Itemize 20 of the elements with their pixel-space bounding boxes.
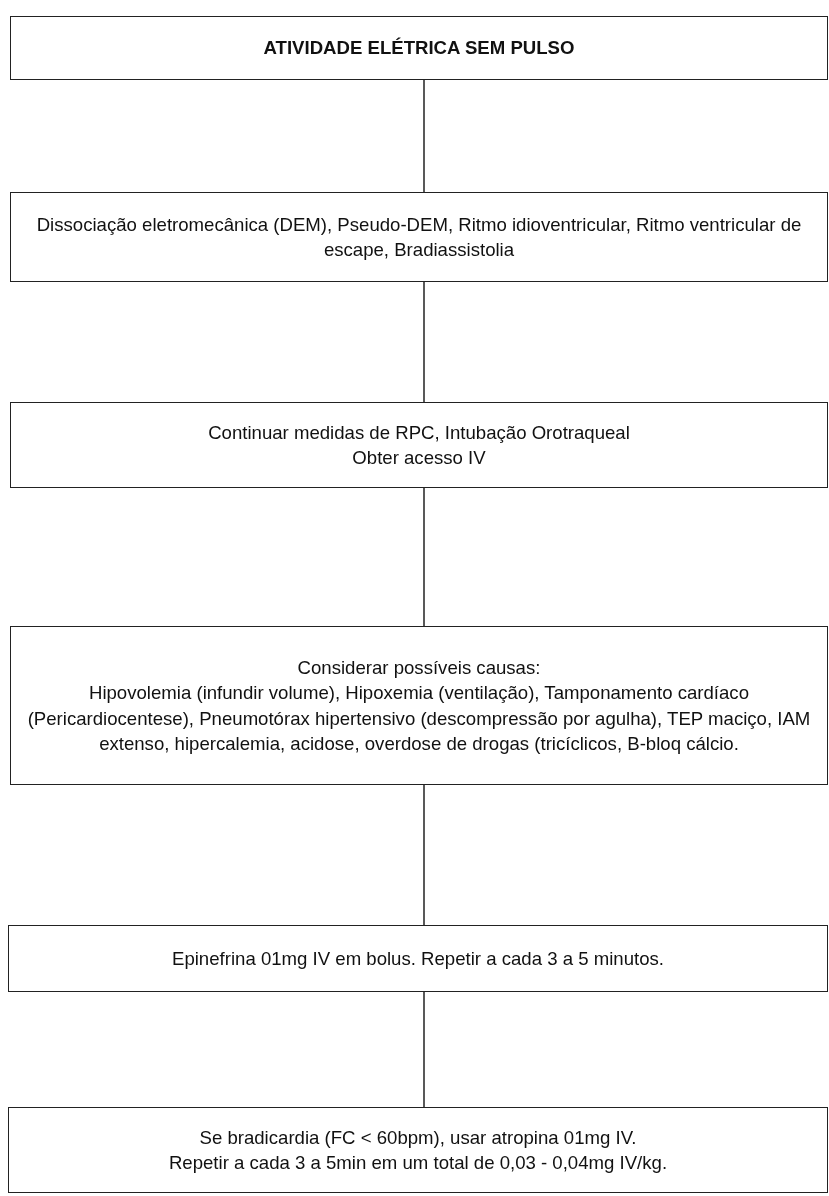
process-box — [8, 1107, 828, 1193]
box-text: Hipovolemia (infundir volume), Hipoxemia (ventilação), Tamponamento cardíaco (Pericardiocentese), Pneumotórax hipertensivo (descompressão por agulha), TEP maciço, IAM extenso, hipercalemia, acidose, overdose de drogas (tricíclicos, B-bloq cálcio. — [26, 681, 812, 756]
box-text: Epinefrina 01mg IV em bolus. Repetir a cada 3 a 5 minutos. — [172, 946, 664, 971]
connector-line — [423, 79, 425, 193]
connector-line — [423, 281, 425, 403]
box-text: Continuar medidas de RPC, Intubação Orotraqueal — [208, 420, 630, 445]
box-text: Dissociação eletromecânica (DEM), Pseudo-DEM, Ritmo idioventricular, Ritmo ventricular de escape, Bradiassistolia — [35, 212, 803, 262]
process-box — [10, 16, 828, 80]
title-text: ATIVIDADE ELÉTRICA SEM PULSO — [263, 36, 575, 61]
box-text: Obter acesso IV — [352, 446, 486, 470]
connector-line — [423, 487, 425, 627]
process-box — [10, 402, 828, 488]
heading-text: Considerar possíveis causas: — [297, 656, 541, 681]
box-text: Repetir a cada 3 a 5min em um total de 0,03 - 0,04mg IV/kg. — [168, 1151, 668, 1175]
box-text: Se bradicardia (FC < 60bpm), usar atropina 01mg IV. — [199, 1125, 637, 1150]
process-box — [10, 626, 828, 785]
connector-line — [423, 991, 425, 1108]
connector-line — [423, 784, 425, 926]
process-box — [8, 925, 828, 992]
process-box — [10, 192, 828, 282]
